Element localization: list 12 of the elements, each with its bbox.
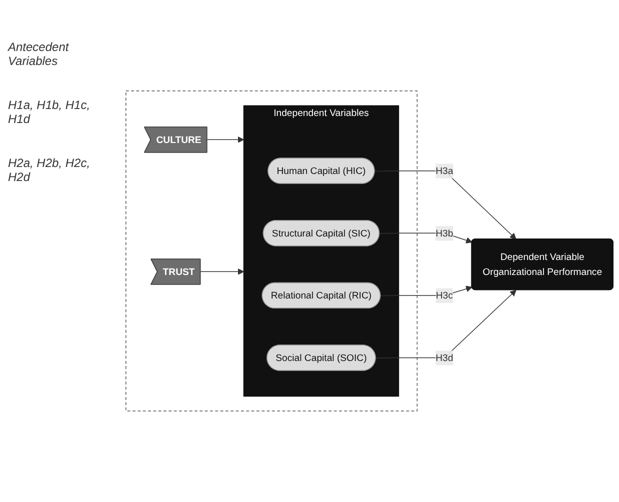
arrow: [206, 136, 244, 143]
arrow: [374, 170, 516, 240]
edge-label: H3b: [436, 227, 454, 239]
edge-label: H3c: [436, 290, 453, 301]
note-text: H1a, H1b, H1c, H1d: [8, 98, 92, 126]
edge-label: H3a: [436, 165, 454, 176]
arrow: [375, 290, 516, 359]
cluster: [126, 90, 418, 412]
arrow: [200, 268, 244, 275]
note-text: Antecedent Variables: [8, 40, 70, 68]
edge-label: H3d: [436, 352, 454, 364]
note-text: H2a, H2b, H2c, H2d: [8, 156, 92, 184]
